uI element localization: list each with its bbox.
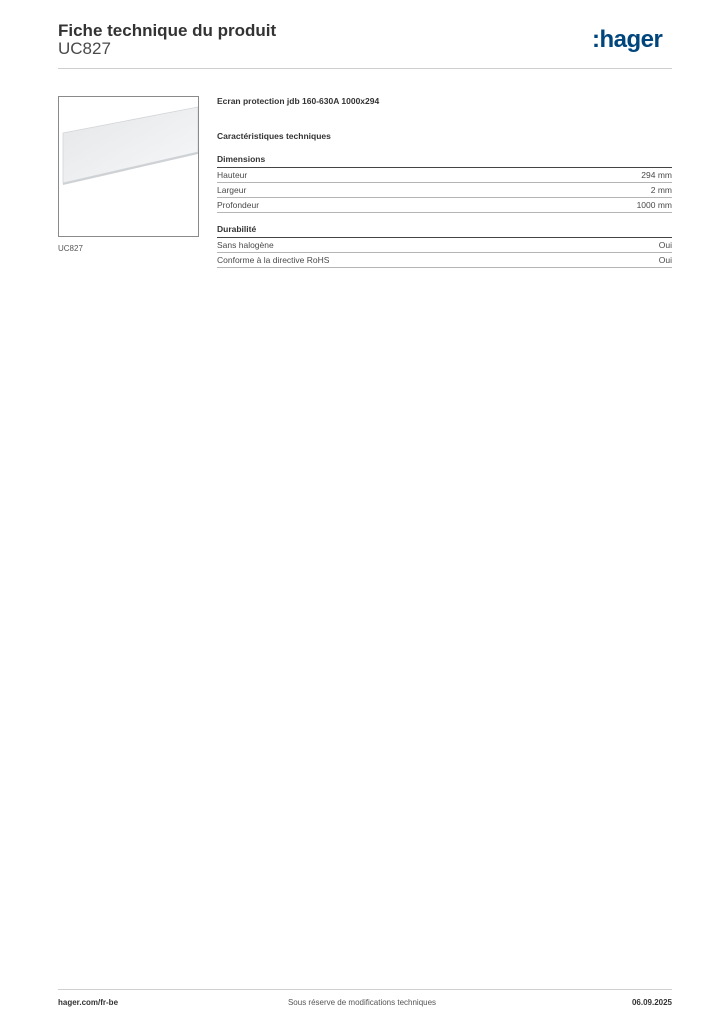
product-reference: UC827 [58, 39, 111, 58]
spec-label: Hauteur [217, 170, 248, 180]
spec-group-title: Dimensions [217, 154, 672, 168]
footer-website: hager.com/fr-be [58, 998, 119, 1007]
product-image [58, 96, 199, 237]
spec-group-dimensions: Dimensions Hauteur 294 mm Largeur 2 mm P… [217, 154, 672, 213]
header-divider [58, 68, 672, 69]
product-details: Ecran protection jdb 160-630A 1000x294 C… [217, 96, 672, 279]
specs-heading: Caractéristiques techniques [217, 131, 331, 141]
spec-value: Oui [658, 255, 672, 265]
footer-divider [58, 989, 672, 990]
spec-value: Oui [658, 240, 672, 250]
spec-label: Sans halogène [217, 240, 274, 250]
spec-row-sans-halogene: Sans halogène Oui [217, 238, 672, 253]
spec-row-profondeur: Profondeur 1000 mm [217, 198, 672, 213]
spec-label: Profondeur [217, 200, 260, 210]
product-name: Ecran protection jdb 160-630A 1000x294 [217, 96, 380, 106]
footer-notice: Sous réserve de modifications techniques [287, 998, 437, 1007]
spec-label: Largeur [217, 185, 247, 195]
image-caption: UC827 [58, 244, 83, 253]
footer-date: 06.09.2025 [631, 998, 672, 1007]
spec-value: 1000 mm [636, 200, 672, 210]
logo-colon-mark: : [592, 26, 600, 53]
protection-screen-illustration [62, 106, 198, 185]
page-title: Fiche technique du produit [58, 21, 277, 40]
spec-row-largeur: Largeur 2 mm [217, 183, 672, 198]
spec-row-rohs: Conforme à la directive RoHS Oui [217, 253, 672, 268]
spec-value: 2 mm [650, 185, 672, 195]
spec-row-hauteur: Hauteur 294 mm [217, 168, 672, 183]
spec-group-durabilite: Durabilité Sans halogène Oui Conforme à … [217, 224, 672, 268]
logo-text: hager [599, 26, 663, 53]
spec-label: Conforme à la directive RoHS [217, 255, 330, 265]
spec-value: 294 mm [641, 170, 672, 180]
hager-logo: :hager [592, 26, 663, 53]
spec-group-title: Durabilité [217, 224, 672, 238]
